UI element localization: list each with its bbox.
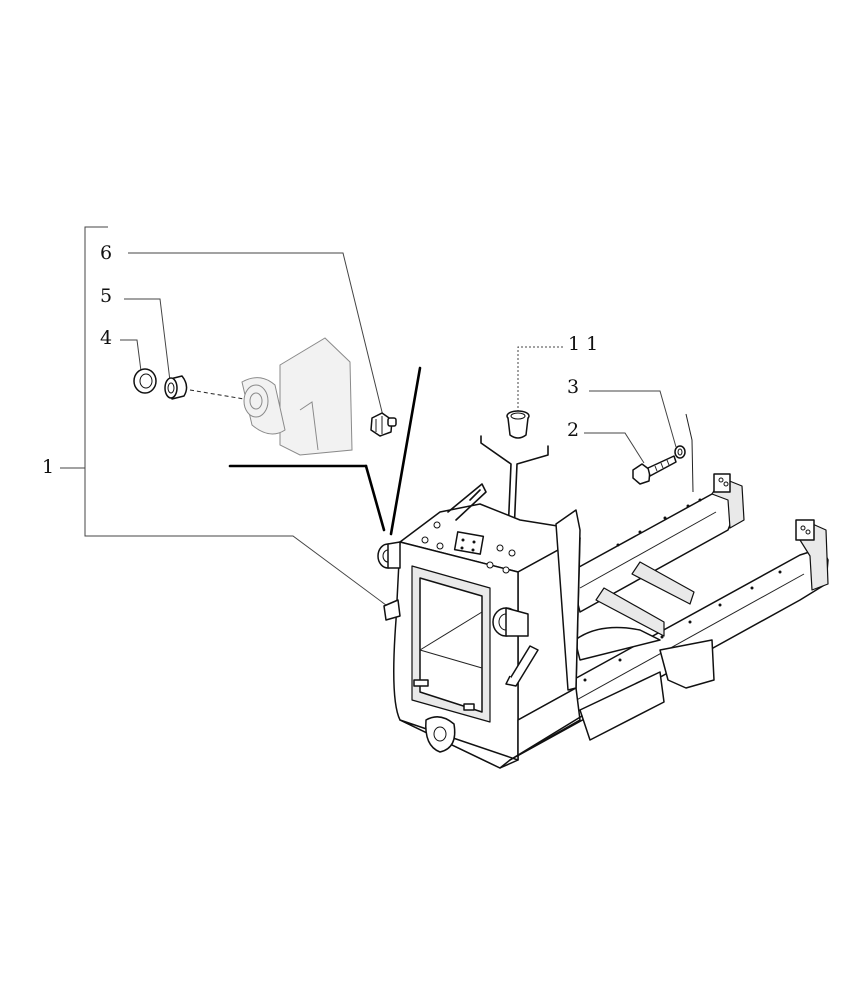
frame-cross-members <box>574 561 695 661</box>
part-5-sleeve <box>164 375 188 400</box>
callout-label-2: 2 <box>567 419 579 441</box>
part-3-washer <box>674 445 686 459</box>
callout-label-4: 4 <box>100 327 112 349</box>
callout-label-1: 1 <box>42 456 54 478</box>
callout-label-11: 1 1 <box>568 333 598 355</box>
leader-6 <box>128 252 384 417</box>
leader-11 <box>517 346 563 412</box>
main-frame <box>377 473 829 769</box>
frame-rail-upper <box>569 473 745 613</box>
front-housing <box>377 483 583 769</box>
exploded-parts <box>133 337 686 485</box>
guide-line-vertical <box>389 366 422 536</box>
callout-labels: 6 5 4 1 1 1 3 2 <box>42 242 598 478</box>
leader-lines <box>60 226 694 609</box>
callout-label-5: 5 <box>100 285 112 307</box>
leader-5 <box>124 298 171 382</box>
guide-line-right <box>685 413 694 493</box>
leader-2 <box>584 432 645 464</box>
leader-4 <box>120 339 142 372</box>
leader-3 <box>589 390 677 448</box>
part-11-plug <box>506 410 530 439</box>
frame-under-block <box>579 639 715 741</box>
guide-lines-center-2 <box>512 445 549 557</box>
guide-lines-center <box>480 435 512 557</box>
part-4-ring <box>133 368 157 394</box>
part-6-nipple <box>370 412 397 437</box>
callout-label-3: 3 <box>567 376 579 398</box>
part-axis <box>189 389 251 401</box>
callout-label-6: 6 <box>100 242 112 264</box>
part-2-bolt <box>632 455 677 485</box>
leader-bracket-1 <box>84 226 391 609</box>
guide-line-left-diag <box>364 464 386 532</box>
ghost-housing <box>241 337 353 456</box>
